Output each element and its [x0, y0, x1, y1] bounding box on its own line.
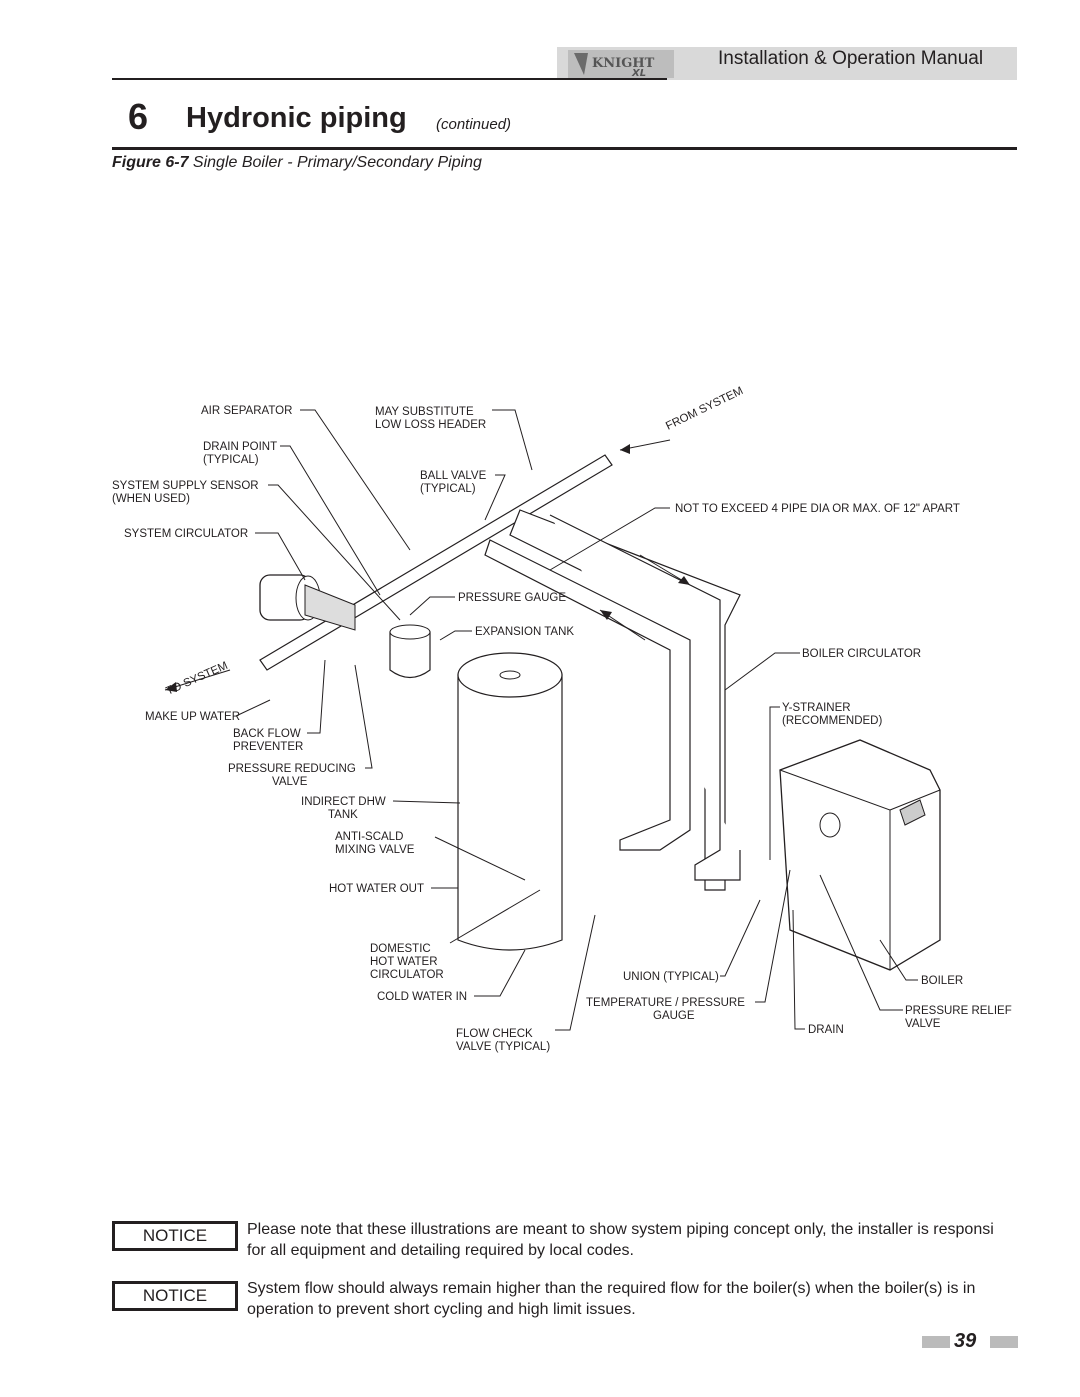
figure-caption: Figure 6-7 Single Boiler - Primary/Secon…: [112, 154, 482, 172]
label-anti-scald-2: MIXING VALVE: [335, 844, 415, 856]
boiler: [779, 739, 941, 971]
flow-arrows: [164, 439, 691, 692]
notice-text-2-line-2: operation to prevent short cycling and h…: [247, 1301, 636, 1318]
label-drain-point-2: (TYPICAL): [203, 454, 259, 466]
section-rule: [112, 147, 1017, 150]
label-union: UNION (TYPICAL): [623, 971, 719, 983]
label-hot-water-out: HOT WATER OUT: [329, 883, 424, 895]
svg-text:KNIGHT: KNIGHT: [592, 56, 655, 71]
notice-text-1-line-2: for all equipment and detailing required…: [247, 1242, 634, 1259]
label-pressure-reducing-2: VALVE: [272, 776, 308, 788]
notice-badge-2: NOTICE: [112, 1281, 238, 1311]
label-from-system: FROM SYSTEM: [664, 385, 745, 433]
figure-number: Figure 6-7: [112, 154, 189, 171]
label-temp-pressure-2: GAUGE: [653, 1010, 695, 1022]
notice-badge-1: NOTICE: [112, 1221, 238, 1251]
manual-title: Installation & Operation Manual: [718, 48, 984, 69]
label-supply-sensor-1: SYSTEM SUPPLY SENSOR: [112, 480, 259, 492]
label-drain: DRAIN: [808, 1024, 844, 1036]
svg-text:XL: XL: [631, 68, 646, 79]
label-system-circulator: SYSTEM CIRCULATOR: [124, 528, 248, 540]
brand-logo: KNIGHT XL: [568, 50, 674, 79]
header-rule: [112, 78, 667, 80]
label-boiler: BOILER: [921, 975, 963, 987]
label-cold-water-in: COLD WATER IN: [377, 991, 467, 1003]
notice-text-2-line-1: System flow should always remain higher …: [247, 1280, 976, 1297]
label-may-substitute-1: MAY SUBSTITUTE: [375, 406, 474, 418]
label-indirect-dhw-2: TANK: [328, 809, 358, 821]
system-circulator: [259, 574, 356, 631]
label-domestic-1: DOMESTIC: [370, 943, 431, 955]
figure-title: Single Boiler - Primary/Secondary Piping: [192, 154, 482, 171]
label-boiler-circulator: BOILER CIRCULATOR: [802, 648, 921, 660]
label-make-up-water: MAKE UP WATER: [145, 711, 240, 723]
label-domestic-2: HOT WATER: [370, 956, 438, 968]
label-y-strainer-2: (RECOMMENDED): [782, 715, 882, 727]
label-to-system: TO SYSTEM: [164, 660, 229, 698]
leader-lines: [235, 409, 918, 1031]
label-ball-valve-2: (TYPICAL): [420, 483, 476, 495]
label-flow-check-2: VALVE (TYPICAL): [456, 1041, 550, 1053]
section-continued: (continued): [436, 116, 512, 133]
label-anti-scald-1: ANTI-SCALD: [335, 831, 403, 843]
indirect-dhw-tank: [457, 652, 563, 951]
label-air-separator: AIR SEPARATOR: [201, 405, 292, 417]
label-expansion-tank: EXPANSION TANK: [475, 626, 574, 638]
label-flow-check-1: FLOW CHECK: [456, 1028, 533, 1040]
label-ball-valve-1: BALL VALVE: [420, 470, 487, 482]
label-back-flow-2: PREVENTER: [233, 741, 303, 753]
piping-diagram: AIR SEPARATOR MAY SUBSTITUTE LOW LOSS HE…: [112, 385, 1012, 1053]
page-number: 39: [954, 1330, 977, 1352]
label-pressure-relief-1: PRESSURE RELIEF: [905, 1005, 1012, 1017]
expansion-tank: [389, 624, 431, 679]
label-pressure-gauge: PRESSURE GAUGE: [458, 592, 566, 604]
section-number: 6: [128, 96, 149, 137]
label-temp-pressure-1: TEMPERATURE / PRESSURE: [586, 997, 745, 1009]
page-marker-right: [990, 1336, 1018, 1348]
label-not-exceed: NOT TO EXCEED 4 PIPE DIA OR MAX. OF 12" …: [675, 503, 960, 515]
notice-text-1-line-1: Please note that these illustrations are…: [247, 1221, 994, 1238]
label-pressure-relief-2: VALVE: [905, 1018, 941, 1030]
page-marker-left: [922, 1336, 950, 1348]
label-y-strainer-1: Y-STRAINER: [782, 702, 851, 714]
label-supply-sensor-2: (WHEN USED): [112, 493, 190, 505]
label-drain-point-1: DRAIN POINT: [203, 441, 277, 453]
label-back-flow-1: BACK FLOW: [233, 728, 301, 740]
label-pressure-reducing-1: PRESSURE REDUCING: [228, 763, 356, 775]
section-title: Hydronic piping: [186, 102, 407, 134]
label-may-substitute-2: LOW LOSS HEADER: [375, 419, 486, 431]
label-indirect-dhw-1: INDIRECT DHW: [301, 796, 386, 808]
label-domestic-3: CIRCULATOR: [370, 969, 444, 981]
